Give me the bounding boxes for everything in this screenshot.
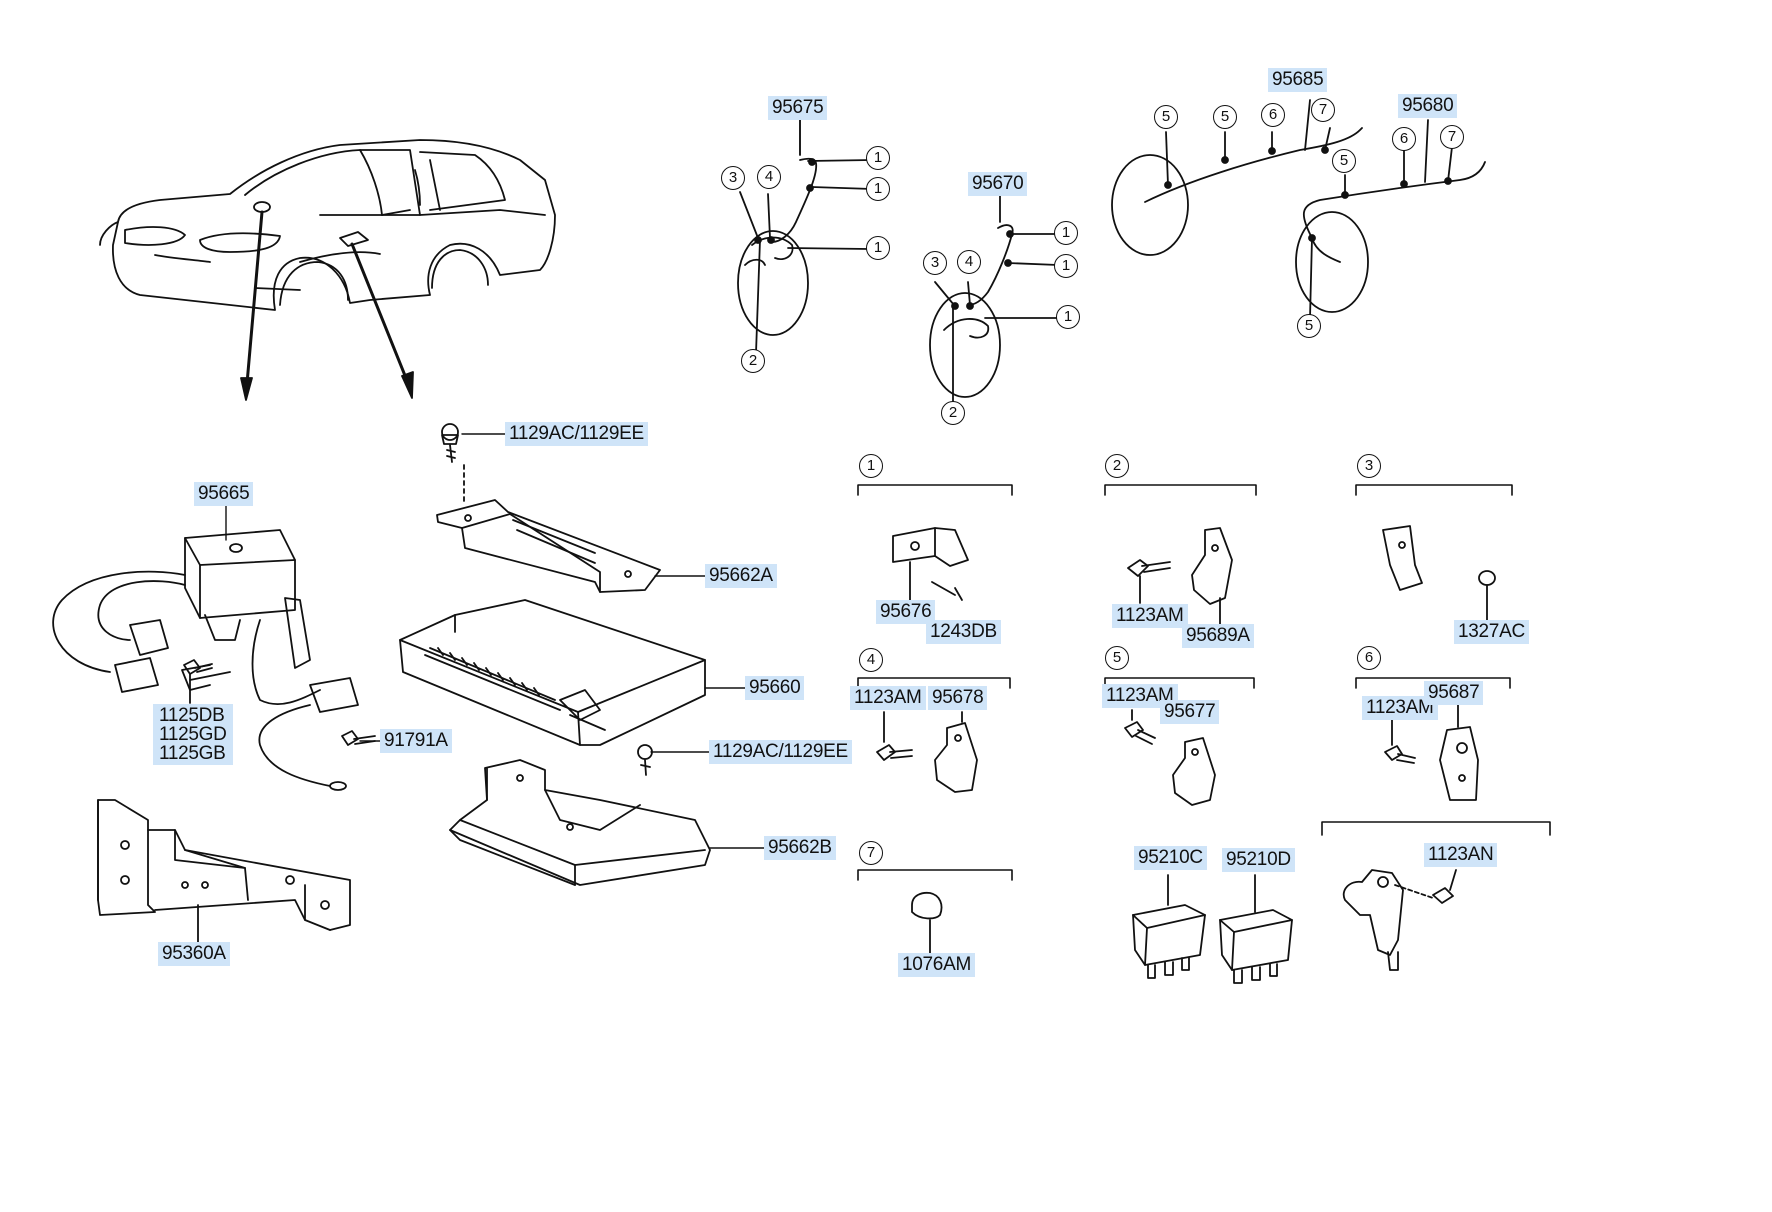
label-91791a: 91791A [380,729,452,753]
callout-5: 5 [1154,105,1178,129]
clip-3-drawing [1382,525,1496,621]
label-95675: 95675 [768,96,828,120]
location-arrows [240,210,414,401]
callout-7: 7 [1440,125,1464,149]
callout-6: 6 [1392,127,1416,151]
label-95210d: 95210D [1222,848,1295,872]
callout-5: 5 [1297,314,1321,338]
callout-6: 6 [1261,103,1285,127]
section-5-header: 5 [1105,646,1129,670]
callout-4: 4 [957,250,981,274]
callout-1: 1 [866,236,890,260]
section-4-header: 4 [859,648,883,672]
clip-95689A-drawing [1127,527,1233,626]
section-brackets [857,484,1551,881]
leader-lines [225,117,801,849]
callout-2: 2 [741,349,765,373]
bracket-95662A-drawing [436,423,661,593]
bracket-95360A-drawing [97,799,351,943]
label-1129ac-1129ee-mid: 1129AC/1129EE [709,740,852,764]
callout-4: 4 [757,165,781,189]
callout-5: 5 [1213,105,1237,129]
clip-95677-drawing [1124,709,1216,806]
callout-3: 3 [923,251,947,275]
label-1123am-sec2: 1123AM [1112,604,1188,628]
label-1076am: 1076AM [898,953,975,977]
bolt-1125-drawing [183,659,213,704]
callout-1: 1 [866,146,890,170]
callout-1: 1 [866,177,890,201]
label-95662b: 95662B [764,836,836,860]
clip-95687-drawing [1384,703,1479,801]
label-1129ac-1129ee-top: 1129AC/1129EE [505,422,648,446]
callout-5: 5 [1332,149,1356,173]
relay-95210D-drawing [1219,874,1293,984]
bolt-91791A-drawing [341,730,376,746]
harness-95685 [1111,99,1363,256]
label-95677: 95677 [1160,700,1220,724]
section-3-header: 3 [1357,454,1381,478]
callout-1: 1 [1054,254,1078,278]
sensor-1123AN-drawing [1342,869,1457,971]
car-illustration [99,139,556,311]
label-95670: 95670 [968,172,1028,196]
module-95665-drawing [52,529,359,791]
harness-95680 [1295,119,1486,319]
label-95687: 95687 [1424,681,1484,705]
tray-95662B-drawing [449,744,711,886]
label-1125gb: 1125GB [159,743,226,764]
relay-95210C-drawing [1132,874,1206,979]
callout-2: 2 [941,401,965,425]
section-2-header: 2 [1105,454,1129,478]
label-1125gd: 1125GD [159,724,227,745]
clip-95678-drawing [876,711,978,793]
label-95660: 95660 [745,676,805,700]
label-1123am-sec4: 1123AM [850,686,926,710]
label-1327ac: 1327AC [1454,620,1529,644]
section-7-header: 7 [859,841,883,865]
callout-7: 7 [1311,98,1335,122]
label-95685: 95685 [1268,68,1328,92]
label-1243db: 1243DB [926,620,1001,644]
section-6-header: 6 [1357,646,1381,670]
label-95360a: 95360A [158,942,230,966]
section-1-header: 1 [859,454,883,478]
label-1123an: 1123AN [1424,843,1498,867]
clip-95676-drawing [892,527,969,601]
callout-1: 1 [1054,221,1078,245]
plug-1076AM-drawing [911,891,943,956]
label-95680: 95680 [1398,94,1458,118]
callout-3: 3 [721,166,745,190]
label-95662a: 95662A [705,564,777,588]
unit-95660-drawing [399,599,706,746]
label-95676: 95676 [876,600,936,624]
label-95665: 95665 [194,482,254,506]
sensor-wiring-95675 [737,119,873,354]
sensor-wiring-95670 [929,195,1059,406]
label-1125-group: 1125DB 1125GD 1125GB [153,704,233,765]
label-95678: 95678 [928,686,988,710]
label-95689a: 95689A [1182,624,1254,648]
callout-1: 1 [1056,305,1080,329]
label-95210c: 95210C [1134,846,1207,870]
label-1125db: 1125DB [159,705,225,726]
